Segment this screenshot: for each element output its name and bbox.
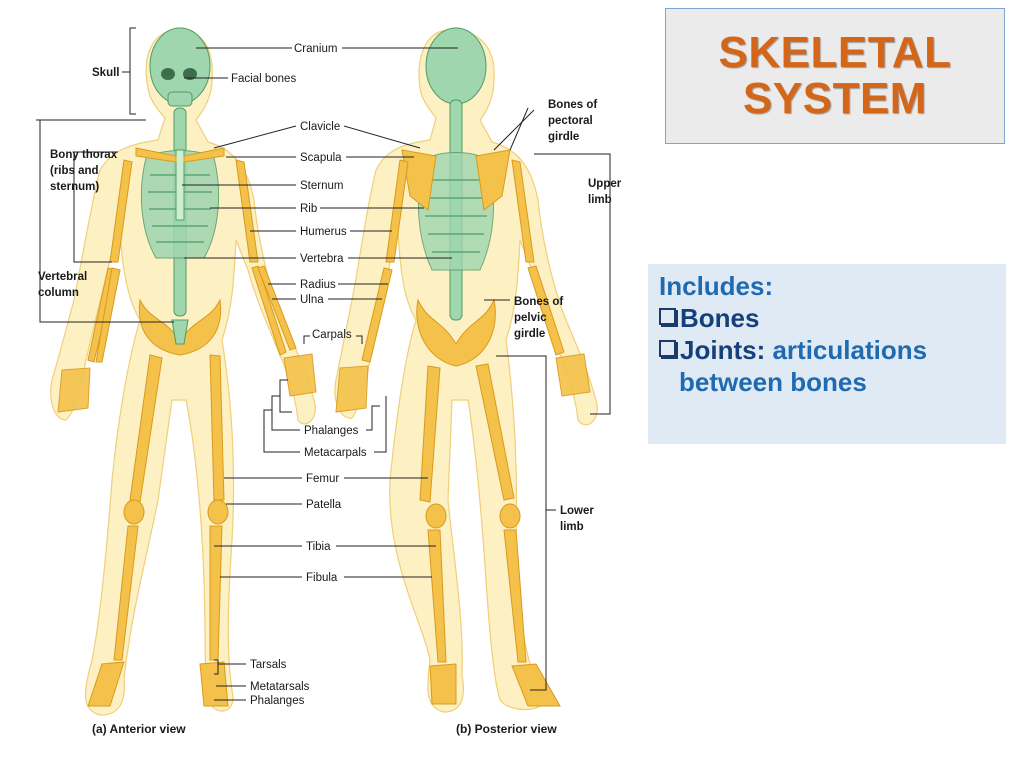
item-joints-desc-2: between bones [679, 367, 867, 397]
item-bones-label: Bones [680, 303, 760, 333]
list-item-joints: Joints: articulations [659, 334, 996, 366]
label-bony-thorax-1: Bony thorax [50, 149, 118, 161]
list-item-bones: Bones [659, 302, 996, 334]
slide-title-line2: SYSTEM [743, 74, 927, 123]
item-joints-desc-1: articulations [772, 335, 928, 365]
slide-title-box: SKELETAL SYSTEM [665, 8, 1005, 144]
label-radius: Radius [300, 279, 336, 291]
anterior-skeleton [50, 27, 317, 716]
checkbox-bullet-icon [659, 308, 676, 325]
checkbox-bullet-icon [659, 340, 676, 357]
label-bony-thorax-2: (ribs and [50, 165, 99, 177]
includes-info-box: Includes: Bones Joints: articulations be… [648, 264, 1006, 444]
label-humerus: Humerus [300, 226, 347, 238]
label-vertebral-column-1: Vertebral [38, 271, 87, 283]
caption-posterior-view: (b) Posterior view [456, 722, 557, 736]
includes-heading: Includes: [659, 271, 774, 301]
label-bony-thorax-3: sternum) [50, 181, 99, 193]
label-vertebra: Vertebra [300, 253, 344, 265]
label-vertebral-column-2: column [38, 287, 79, 299]
label-ulna: Ulna [300, 294, 324, 306]
slide-title-line1: SKELETAL [718, 28, 952, 77]
label-rib: Rib [300, 203, 317, 215]
label-scapula: Scapula [300, 152, 342, 164]
label-pelvic-1: Bones of [514, 296, 563, 308]
label-clavicle: Clavicle [300, 121, 340, 133]
label-pectoral-3: girdle [548, 131, 579, 143]
view-captions: (a) Anterior view (b) Posterior view [92, 722, 557, 736]
group-labels: Skull Bony thorax (ribs and sternum) Ver… [38, 67, 622, 533]
caption-anterior-view: (a) Anterior view [92, 722, 186, 736]
item-joints-term: Joints: [680, 335, 766, 365]
label-femur: Femur [306, 473, 339, 485]
label-skull: Skull [92, 67, 119, 79]
label-upper-limb-1: Upper [588, 178, 622, 190]
label-tibia: Tibia [306, 541, 331, 553]
anterior-labels: Cranium Facial bones Clavicle Scapula St… [231, 43, 367, 707]
label-carpals: Carpals [312, 329, 352, 341]
posterior-skeleton [334, 27, 598, 713]
label-patella: Patella [306, 499, 342, 511]
label-pelvic-3: girdle [514, 328, 545, 340]
label-metacarpals: Metacarpals [304, 447, 367, 459]
label-phalanges-hand: Phalanges [304, 425, 359, 437]
label-lower-limb-2: limb [560, 521, 584, 533]
label-phalanges-foot: Phalanges [250, 695, 305, 707]
label-tarsals: Tarsals [250, 659, 287, 671]
skeleton-diagram: Cranium Facial bones Clavicle Scapula St… [36, 27, 622, 736]
label-sternum: Sternum [300, 180, 343, 192]
label-cranium: Cranium [294, 43, 337, 55]
label-pectoral-1: Bones of [548, 99, 597, 111]
label-upper-limb-2: limb [588, 194, 612, 206]
label-fibula: Fibula [306, 572, 338, 584]
leader-lines [36, 27, 611, 701]
label-pelvic-2: pelvic [514, 312, 547, 324]
label-lower-limb-1: Lower [560, 505, 594, 517]
label-pectoral-2: pectoral [548, 115, 593, 127]
label-metatarsals: Metatarsals [250, 681, 310, 693]
label-facial-bones: Facial bones [231, 73, 296, 85]
